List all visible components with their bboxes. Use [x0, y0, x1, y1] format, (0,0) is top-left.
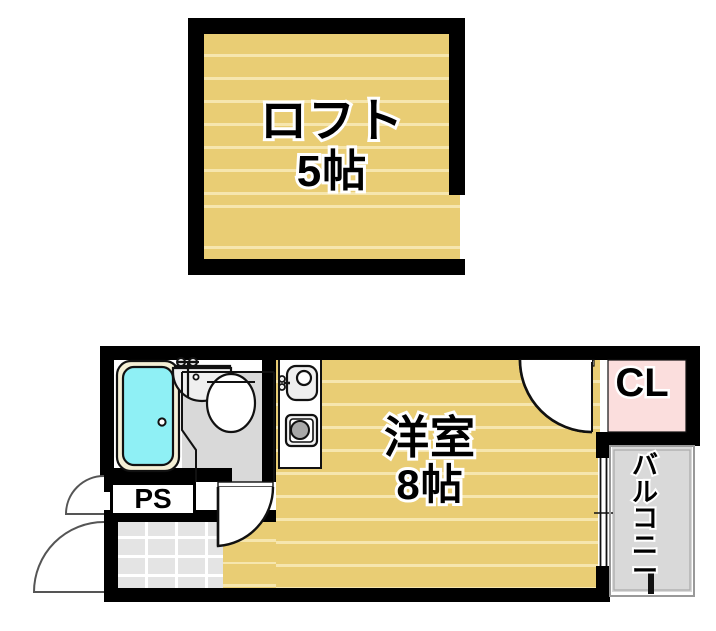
- loft-name: ロフト: [257, 93, 406, 149]
- balcony-char-3: ニ: [630, 529, 660, 560]
- loft-size: 5帖: [294, 146, 369, 198]
- closet-label: CL: [613, 361, 671, 406]
- unit-wall-bottom: [104, 588, 608, 602]
- genkan-entrance-tile: [118, 520, 223, 588]
- main-room-name: 洋室: [381, 411, 478, 465]
- entrance-door-swing[interactable]: [32, 521, 105, 593]
- kitchen-counter: [279, 360, 321, 468]
- loft-floor-lower: [204, 195, 460, 259]
- unit-wall-right-top: [686, 346, 700, 432]
- balcony-char-2: コ: [630, 503, 660, 534]
- unit-wall-left-upper: [100, 346, 114, 482]
- closet-left-wall: [596, 346, 608, 360]
- washroom-floor: [182, 372, 274, 482]
- bathroom-doorhead-wall: [262, 468, 276, 482]
- balcony-label: バ ル コ ニ ー: [628, 450, 662, 587]
- room-right-wall-upper: [596, 432, 610, 458]
- ps-door-swing[interactable]: [64, 475, 105, 515]
- unit-wall-left-lower: [104, 516, 118, 592]
- bathroom-wall-right: [262, 346, 276, 482]
- loft-wall-top: [188, 18, 465, 34]
- balcony-char-1: ル: [630, 476, 660, 507]
- hall-floor: [223, 520, 276, 588]
- closet-balcony-divider-wall: [596, 432, 700, 446]
- loft-wall-left: [188, 18, 204, 275]
- main-room-floor: [276, 360, 600, 588]
- room-right-wall-lower: [596, 566, 610, 602]
- loft-wall-bottom: [188, 259, 465, 275]
- loft-wall-right: [449, 18, 465, 195]
- balcony-char-4: ー: [630, 556, 660, 587]
- pipe-space-label: PS: [110, 482, 196, 516]
- main-room-label: 洋室 8帖: [320, 411, 540, 510]
- washroom-wall-bottom: [196, 468, 232, 482]
- main-room-size: 8帖: [393, 460, 465, 510]
- unit-wall-top: [100, 346, 700, 360]
- loft-floor-upper: [204, 34, 449, 195]
- loft-label: ロフト 5帖: [192, 93, 472, 198]
- balcony-char-0: バ: [630, 450, 660, 480]
